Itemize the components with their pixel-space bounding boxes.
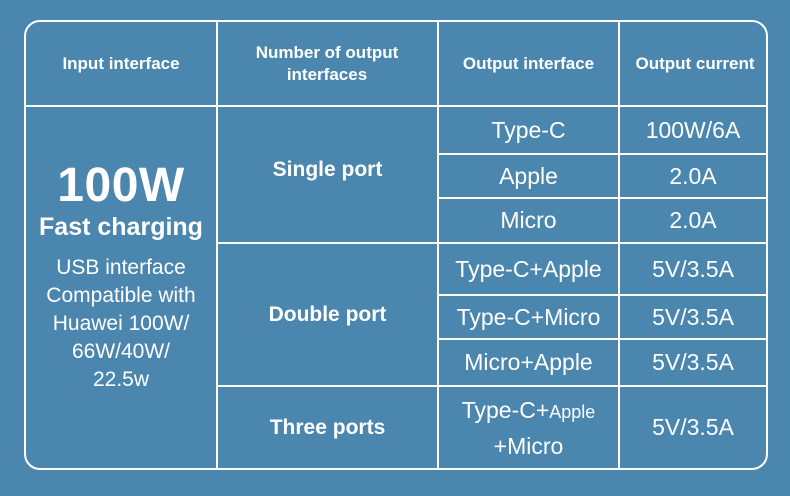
current-apple: 2.0A: [669, 162, 717, 189]
group-single-port: Single port: [272, 157, 383, 181]
iface-three-ports: Type-C+Apple +Micro: [439, 387, 618, 468]
input-interface-cell: 100W Fast charging USB interface Compati…: [26, 107, 216, 447]
iface-typec-apple: Type-C+Apple: [455, 255, 602, 282]
iface-three-apple: Apple: [549, 401, 596, 422]
compat-line: Compatible with: [46, 284, 196, 307]
current-typec-micro: 5V/3.5A: [652, 303, 734, 330]
compat-line: USB interface: [56, 256, 186, 279]
header-divider: [26, 105, 766, 107]
compat-line: 22.5w: [92, 368, 150, 391]
row-divider: [437, 153, 766, 155]
group-divider: [216, 242, 766, 244]
compat-line: 66W/40W/: [71, 340, 171, 363]
iface-micro: Micro: [500, 207, 557, 233]
iface-typec-micro: Type-C+Micro: [456, 303, 601, 330]
spec-table: Input interface Number of output interfa…: [24, 20, 768, 470]
current-micro-apple: 5V/3.5A: [652, 349, 734, 375]
row-divider: [437, 294, 766, 296]
iface-apple: Apple: [499, 162, 558, 189]
current-micro: 2.0A: [669, 207, 717, 233]
header-input-interface: Input interface: [62, 53, 180, 73]
iface-three-typec: Type-C+: [461, 396, 550, 423]
current-three-ports: 5V/3.5A: [652, 414, 734, 440]
iface-typec: Type-C: [491, 116, 566, 143]
iface-three-line1: Type-C+Apple: [462, 393, 596, 429]
current-typec: 100W/6A: [645, 116, 741, 143]
header-number-of-output: Number of output interfaces: [255, 42, 399, 84]
col-divider: [216, 22, 218, 468]
header-output-current: Output current: [635, 53, 755, 73]
group-double-port: Double port: [268, 302, 387, 326]
group-three-ports: Three ports: [269, 415, 386, 439]
col-divider: [437, 22, 439, 468]
compat-line: Huawei 100W/: [52, 312, 190, 335]
group-divider: [216, 385, 766, 387]
iface-three-line2: +Micro: [493, 432, 564, 459]
row-divider: [437, 197, 766, 199]
power-rating: 100W: [57, 159, 185, 212]
current-typec-apple: 5V/3.5A: [652, 255, 734, 282]
iface-micro-apple: Micro+Apple: [464, 349, 593, 375]
row-divider: [437, 338, 766, 340]
fast-charging-label: Fast charging: [39, 213, 203, 241]
header-output-interface: Output interface: [462, 53, 595, 73]
col-divider: [618, 22, 620, 468]
